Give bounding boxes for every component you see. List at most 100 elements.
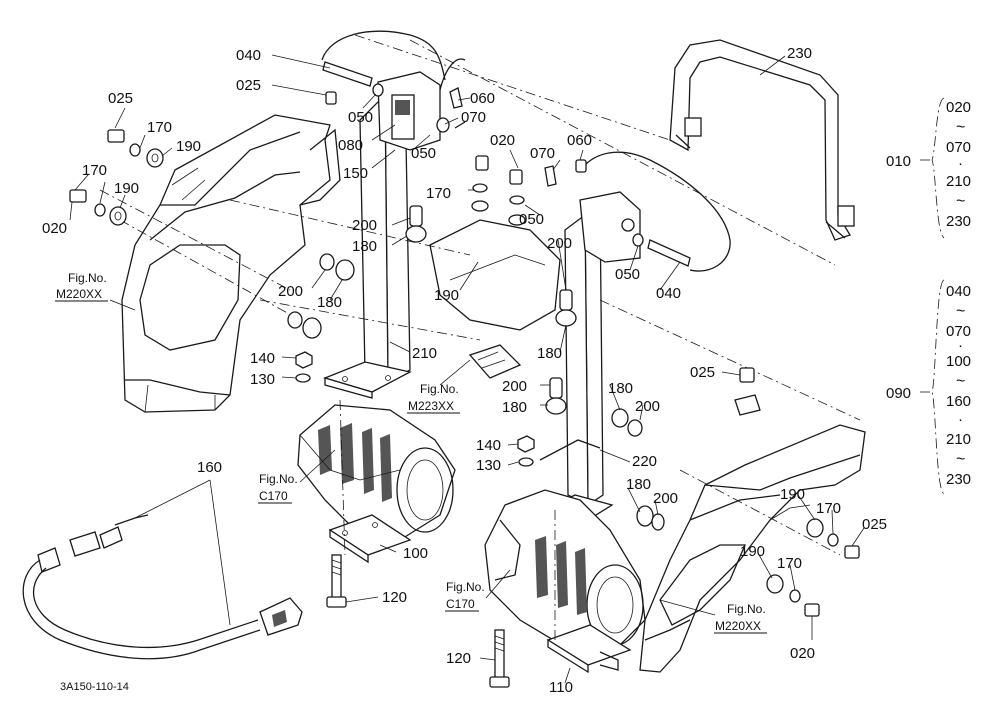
callout-120: 120 (446, 650, 471, 667)
roll-bar (669, 39, 855, 241)
svg-text:~: ~ (956, 193, 965, 210)
callout-080: 080 (338, 137, 363, 154)
callout-150: 150 (343, 165, 368, 182)
hardware-small (69, 61, 860, 617)
callout-140: 140 (476, 437, 501, 454)
callout-020: 020 (790, 645, 815, 662)
svg-text:230: 230 (946, 471, 971, 488)
reference-lines (99, 34, 861, 640)
callout-040: 040 (236, 47, 261, 64)
callout-060: 060 (470, 90, 495, 107)
group-090-label: 090 (886, 385, 911, 402)
callout-025: 025 (690, 364, 715, 381)
figref-m223: Fig.No. M223XX (407, 382, 460, 414)
callout-170: 170 (147, 119, 172, 136)
callout-025: 025 (108, 90, 133, 107)
group-brackets (920, 97, 945, 495)
figref-m220-left: Fig.No. M220XX (55, 271, 108, 302)
callout-025: 025 (862, 516, 887, 533)
callout-200: 200 (547, 235, 572, 252)
svg-text:Fig.No.: Fig.No. (68, 271, 107, 285)
bolts (326, 554, 510, 688)
figref-m220-right: Fig.No. M220XX (714, 602, 767, 634)
callout-220: 220 (632, 453, 657, 470)
callout-190: 190 (740, 543, 765, 560)
wire-harness (22, 514, 303, 660)
svg-text:040: 040 (946, 283, 971, 300)
callout-190: 190 (434, 287, 459, 304)
rops-post-left (323, 71, 441, 399)
svg-text:210: 210 (946, 431, 971, 448)
callout-180: 180 (352, 238, 377, 255)
callout-180: 180 (608, 380, 633, 397)
svg-text:020: 020 (946, 99, 971, 116)
right-fender (639, 424, 866, 673)
svg-text:210: 210 (946, 173, 971, 190)
callout-070: 070 (461, 109, 486, 126)
callout-130: 130 (476, 457, 501, 474)
svg-text:160: 160 (946, 393, 971, 410)
callout-120: 120 (382, 589, 407, 606)
figref-c170-left: Fig.No. C170 (258, 472, 298, 504)
callout-170: 170 (777, 555, 802, 572)
callout-200: 200 (635, 398, 660, 415)
callout-140: 140 (250, 350, 275, 367)
transmission-right (484, 489, 646, 651)
svg-text:100: 100 (946, 353, 971, 370)
callout-210: 210 (412, 345, 437, 362)
callout-170: 170 (426, 185, 451, 202)
callout-180: 180 (502, 399, 527, 416)
callout-160: 160 (197, 459, 222, 476)
group-090: 090 040 ~ 070 · 100 ~ 160 · 210 ~ 230 (886, 283, 971, 488)
callout-020: 020 (490, 132, 515, 149)
callout-130: 130 (250, 371, 275, 388)
svg-text:Fig.No.: Fig.No. (446, 580, 485, 594)
callout-200: 200 (352, 217, 377, 234)
svg-text:~: ~ (956, 373, 965, 390)
callout-180: 180 (537, 345, 562, 362)
svg-text:C170: C170 (446, 597, 475, 611)
callout-200: 200 (278, 283, 303, 300)
diagram-code: 3A150-110-14 (60, 681, 129, 693)
group-010-label: 010 (886, 153, 911, 170)
plates (328, 514, 632, 674)
svg-text:·: · (958, 155, 963, 172)
leader-lines (69, 54, 865, 684)
svg-text:230: 230 (946, 213, 971, 230)
svg-text:Fig.No.: Fig.No. (420, 382, 459, 396)
callout-070: 070 (530, 145, 555, 162)
svg-text:Fig.No.: Fig.No. (259, 472, 298, 486)
callout-190: 190 (176, 138, 201, 155)
figure-references: Fig.No. M220XX Fig.No. M223XX Fig.No. C1… (55, 271, 767, 634)
svg-text:·: · (958, 337, 963, 354)
callout-110: 110 (549, 679, 573, 696)
callout-060: 060 (567, 132, 592, 149)
group-010: 010 020 ~ 070 · 210 ~ 230 (886, 99, 971, 230)
left-fender (121, 114, 341, 413)
callout-170: 170 (816, 500, 841, 517)
callout-050: 050 (519, 211, 544, 228)
callout-100: 100 (403, 545, 428, 562)
svg-text:M220XX: M220XX (56, 287, 102, 301)
callout-050: 050 (411, 145, 436, 162)
cables (321, 30, 731, 272)
callout-050: 050 (348, 109, 373, 126)
svg-text:070: 070 (946, 139, 971, 156)
svg-text:~: ~ (956, 451, 965, 468)
svg-text:~: ~ (956, 119, 965, 136)
callout-170: 170 (82, 162, 107, 179)
svg-text:·: · (958, 411, 963, 428)
callout-025: 025 (236, 77, 261, 94)
callout-180: 180 (626, 476, 651, 493)
svg-text:Fig.No.: Fig.No. (727, 602, 766, 616)
svg-text:M223XX: M223XX (408, 399, 454, 413)
figref-c170-right: Fig.No. C170 (445, 580, 485, 612)
callout-020: 020 (42, 220, 67, 237)
svg-text:~: ~ (956, 303, 965, 320)
callout-200: 200 (502, 378, 527, 395)
callout-labels: 040 025 050 060 070 080 050 150 020 060 … (42, 45, 887, 696)
callout-040: 040 (656, 285, 681, 302)
svg-text:C170: C170 (259, 489, 288, 503)
callout-230: 230 (787, 45, 812, 62)
